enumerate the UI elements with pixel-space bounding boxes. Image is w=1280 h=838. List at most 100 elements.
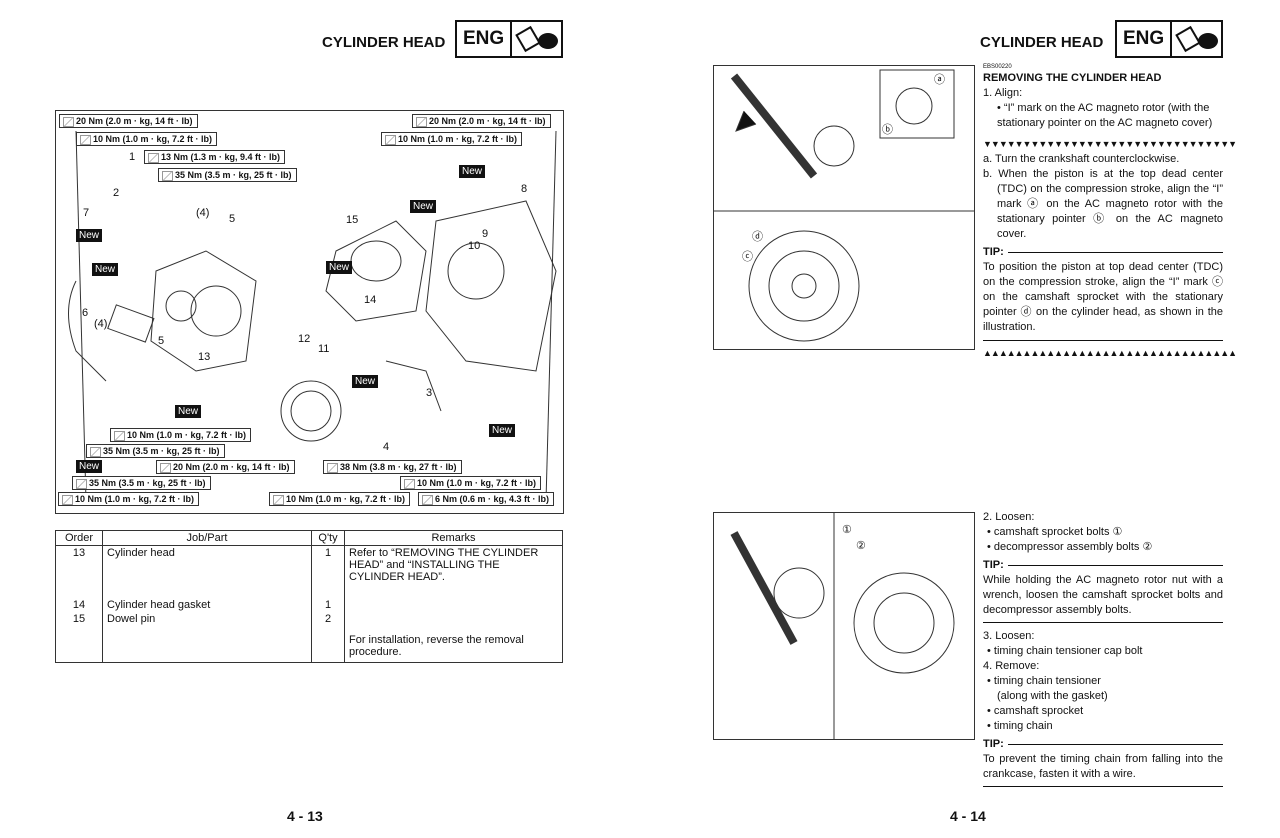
torque-label: 10 Nm (1.0 m · kg, 7.2 ft · lb) (58, 492, 200, 506)
new-label: New (92, 263, 119, 276)
page-number-left: 4 - 13 (287, 808, 323, 824)
torque-label: 10 Nm (1.0 m · kg, 7.2 ft · lb) (381, 132, 523, 146)
part-number: 9 (482, 228, 489, 240)
part-number: 13 (198, 351, 211, 363)
cell-order: 14 (72, 599, 86, 611)
step-4: 4. Remove: (983, 660, 1040, 672)
tip-heading: TIP: (983, 558, 1223, 573)
part-number: 5 (158, 335, 165, 347)
part-number: 11 (318, 343, 330, 355)
part-number: 5 (229, 213, 236, 225)
engine-icon (1175, 25, 1219, 53)
cell-part (102, 626, 312, 663)
figure-magneto-alignment: ⓐ ⓑ ⓒ ⓓ (713, 65, 975, 350)
sprocket-illustration (730, 513, 955, 739)
step-1: 1. Align: (983, 87, 1023, 99)
torque-label: 10 Nm (1.0 m · kg, 7.2 ft · lb) (269, 492, 411, 506)
step-2-bullet: • decompressor assembly bolts ② (987, 541, 1153, 553)
torque-label: 20 Nm (2.0 m · kg, 14 ft · lb) (59, 114, 198, 128)
table-row: For installation, reverse the removal pr… (56, 626, 563, 663)
cell-remarks (344, 598, 563, 612)
diagram-drawing (68, 130, 557, 502)
cell-part: Cylinder head (102, 545, 312, 598)
torque-label: 20 Nm (2.0 m · kg, 14 ft · lb) (156, 460, 295, 474)
callout-c: ⓒ (742, 251, 753, 263)
step-a: a. Turn the crankshaft counterclockwise. (983, 153, 1180, 165)
step-4-bullet: (along with the gasket) (997, 690, 1108, 702)
tip-1-text: To position the piston at top dead cente… (983, 261, 1223, 333)
eng-label: ENG (1117, 22, 1173, 56)
torque-label: 10 Nm (1.0 m · kg, 7.2 ft · lb) (76, 132, 218, 146)
section-code: EBS00220 (983, 64, 1012, 70)
right-eng-badge: ENG (1115, 20, 1223, 58)
part-number: 10 (468, 240, 481, 252)
new-label: New (76, 460, 103, 473)
eng-label: ENG (457, 22, 513, 56)
caution-start-marker: ▼▼▼▼▼▼▼▼▼▼▼▼▼▼▼▼▼▼▼▼▼▼▼▼▼▼▼▼▼▼▼▼ (983, 139, 1237, 149)
section-title: REMOVING THE CYLINDER HEAD (983, 72, 1162, 84)
instruction-text-2: 2. Loosen: • camshaft sprocket bolts ① •… (983, 510, 1223, 787)
torque-label: 38 Nm (3.8 m · kg, 27 ft · lb) (323, 460, 462, 474)
cell-order (56, 626, 103, 663)
cell-order: 13 (72, 547, 86, 559)
step-3: 3. Loosen: (983, 630, 1035, 642)
cell-order: 15 (72, 613, 86, 625)
cell-remarks: Refer to “REMOVING THE CYLINDER HEAD” an… (344, 545, 563, 598)
step-2-bullet: • camshaft sprocket bolts ① (987, 526, 1123, 538)
part-number: 2 (113, 187, 120, 199)
step-4-bullet: • timing chain (987, 720, 1053, 732)
new-label: New (326, 261, 353, 274)
step-3-bullet: • timing chain tensioner cap bolt (987, 645, 1143, 657)
instruction-text: EBS00220 REMOVING THE CYLINDER HEAD 1. A… (983, 64, 1237, 361)
tip-heading: TIP: (983, 737, 1223, 752)
callout-2: ② (856, 540, 866, 552)
part-number: 4 (383, 441, 390, 453)
callout-d: ⓓ (752, 231, 763, 243)
col-remarks: Remarks (344, 530, 563, 546)
part-number: 12 (298, 333, 311, 345)
left-header-title: CYLINDER HEAD (322, 34, 446, 51)
part-number: 14 (364, 294, 377, 306)
col-qty: Q'ty (311, 530, 345, 546)
page-number-right: 4 - 14 (950, 808, 986, 824)
part-number: 15 (346, 214, 359, 226)
torque-label: 35 Nm (3.5 m · kg, 25 ft · lb) (86, 444, 225, 458)
part-number: (4) (196, 207, 210, 219)
part-number: 7 (83, 207, 90, 219)
callout-b: ⓑ (882, 124, 893, 136)
tip-label: TIP: (983, 738, 1004, 750)
torque-label: 6 Nm (0.6 m · kg, 4.3 ft · lb) (418, 492, 555, 506)
cell-qty: 2 (311, 612, 345, 626)
step-4-bullet: • camshaft sprocket (987, 705, 1084, 717)
cell-part: Cylinder head gasket (102, 598, 312, 612)
new-label: New (410, 200, 437, 213)
col-job-part: Job/Part (102, 530, 312, 546)
callout-1: ① (842, 524, 852, 536)
engine-icon (515, 25, 559, 53)
callout-a: ⓐ (934, 74, 945, 86)
new-label: New (459, 165, 486, 178)
new-label: New (352, 375, 379, 388)
cell-qty (311, 626, 345, 663)
tip-heading: TIP: (983, 245, 1223, 260)
torque-label: 35 Nm (3.5 m · kg, 25 ft · lb) (158, 168, 297, 182)
step-2: 2. Loosen: (983, 511, 1035, 523)
cell-remarks: For installation, reverse the removal pr… (344, 626, 563, 663)
part-number: 6 (82, 307, 89, 319)
cell-remarks (344, 612, 563, 626)
part-number: (4) (94, 318, 108, 330)
table-header-row: Order Job/Part Q'ty Remarks (55, 530, 563, 546)
new-label: New (175, 405, 202, 418)
cell-qty: 1 (311, 545, 345, 598)
caution-end-marker: ▲▲▲▲▲▲▲▲▲▲▲▲▲▲▲▲▲▲▲▲▲▲▲▲▲▲▲▲▲▲▲▲ (983, 348, 1237, 358)
tip-3-text: To prevent the timing chain from falling… (983, 753, 1223, 780)
left-eng-badge: ENG (455, 20, 563, 58)
part-number: 3 (426, 387, 433, 399)
step-4-bullet: • timing chain tensioner (987, 675, 1101, 687)
part-number: 1 (129, 151, 136, 163)
cell-qty: 1 (311, 598, 345, 612)
